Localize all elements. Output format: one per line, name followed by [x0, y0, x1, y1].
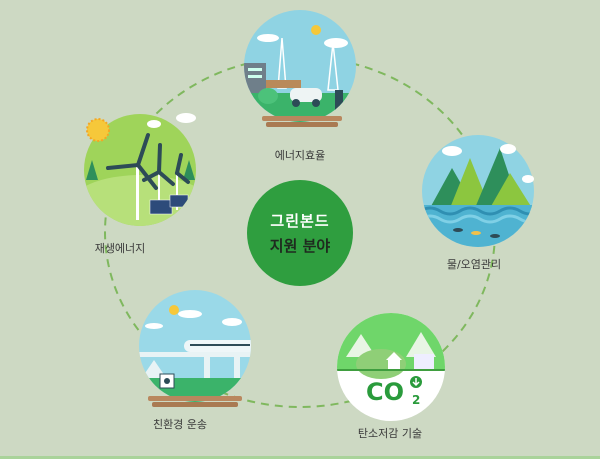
co2-reduction-icon: CO 2: [337, 313, 445, 421]
node-eco-transport: [134, 290, 256, 414]
node-water-pollution: [420, 133, 536, 249]
node-renewable-energy: [78, 110, 198, 230]
city-electric-car-icon: [244, 10, 356, 127]
center-title-line2: 지원 분야: [269, 237, 331, 255]
train-icon: [139, 290, 251, 407]
node-carbon-reduction: CO 2: [336, 312, 446, 422]
node-label: 친환경 운송: [152, 418, 208, 431]
bottom-border: [0, 456, 600, 459]
svg-text:CO: CO: [366, 378, 404, 406]
node-label: 에너지효율: [274, 149, 326, 162]
node-label: 물/오염관리: [446, 258, 502, 271]
wind-solar-icon: [84, 113, 196, 226]
svg-text:2: 2: [412, 393, 420, 407]
node-label: 재생에너지: [94, 242, 146, 255]
node-energy-efficiency: [238, 8, 362, 132]
center-title-line1: 그린본드: [270, 212, 330, 230]
node-label: 탄소저감 기술: [357, 427, 423, 440]
mountains-water-icon: [422, 135, 534, 247]
center-topic-circle: 그린본드 지원 분야: [247, 180, 353, 286]
